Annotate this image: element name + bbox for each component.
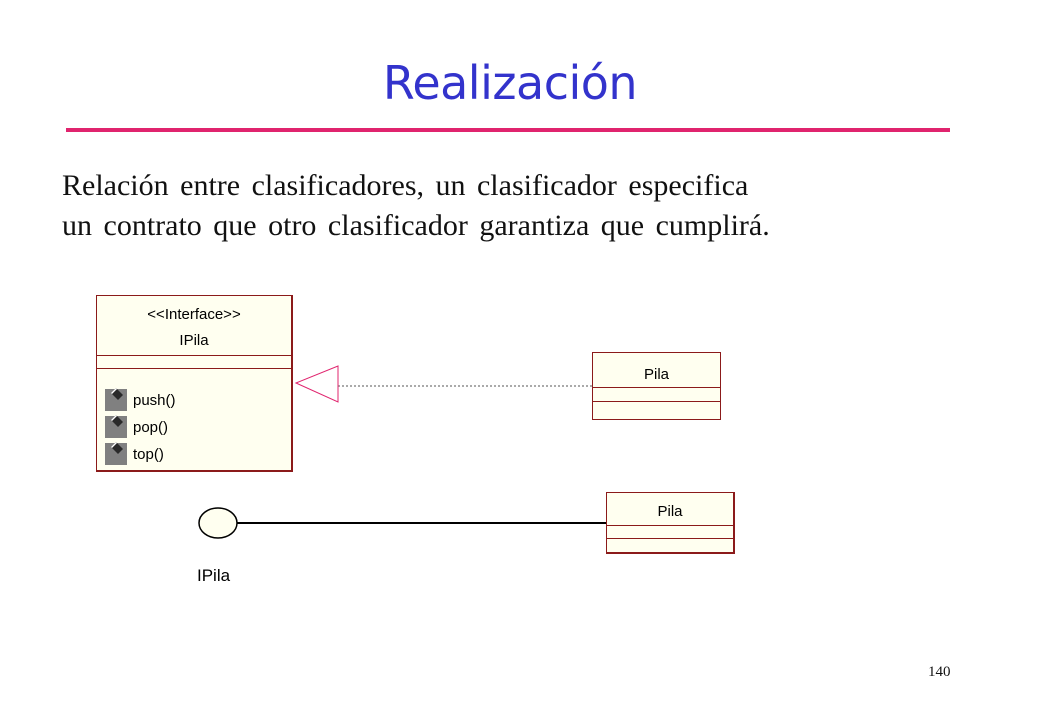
operation-icon — [105, 442, 127, 465]
operation-icon — [105, 415, 127, 438]
class-divider-2 — [607, 538, 733, 539]
interface-stereotype: <<Interface>> — [147, 306, 241, 323]
class-divider-2 — [593, 401, 720, 402]
interface-divider-1 — [97, 355, 291, 356]
interface-lollipop-circle — [198, 507, 238, 539]
operation-icon — [105, 388, 127, 411]
interface-box[interactable]: <<Interface>> IPila push() pop() top() — [96, 295, 293, 472]
interface-name: IPila — [179, 332, 209, 349]
class-name: Pila — [657, 503, 683, 520]
body-line-2: un contrato que otro clasificador garant… — [62, 209, 770, 242]
class-divider-1 — [593, 387, 720, 388]
title-underline — [66, 128, 950, 132]
operation-label: push() — [133, 392, 176, 409]
lollipop-interface-label: IPila — [197, 566, 231, 585]
realization-arrowhead — [294, 365, 339, 403]
operation-label: pop() — [133, 419, 169, 436]
page-number: 140 — [928, 664, 951, 680]
body-line-1: Relación entre clasificadores, un clasif… — [62, 169, 749, 202]
slide-body: Relación entre clasificadores, un clasif… — [62, 166, 982, 246]
operation-label: top() — [133, 446, 164, 463]
class-name: Pila — [643, 366, 669, 383]
slide-title: Realización — [382, 56, 638, 110]
lollipop-class-box[interactable]: Pila — [606, 492, 735, 554]
interface-divider-2 — [97, 368, 291, 369]
class-divider-1 — [607, 525, 733, 526]
realizing-class-box[interactable]: Pila — [592, 352, 721, 420]
